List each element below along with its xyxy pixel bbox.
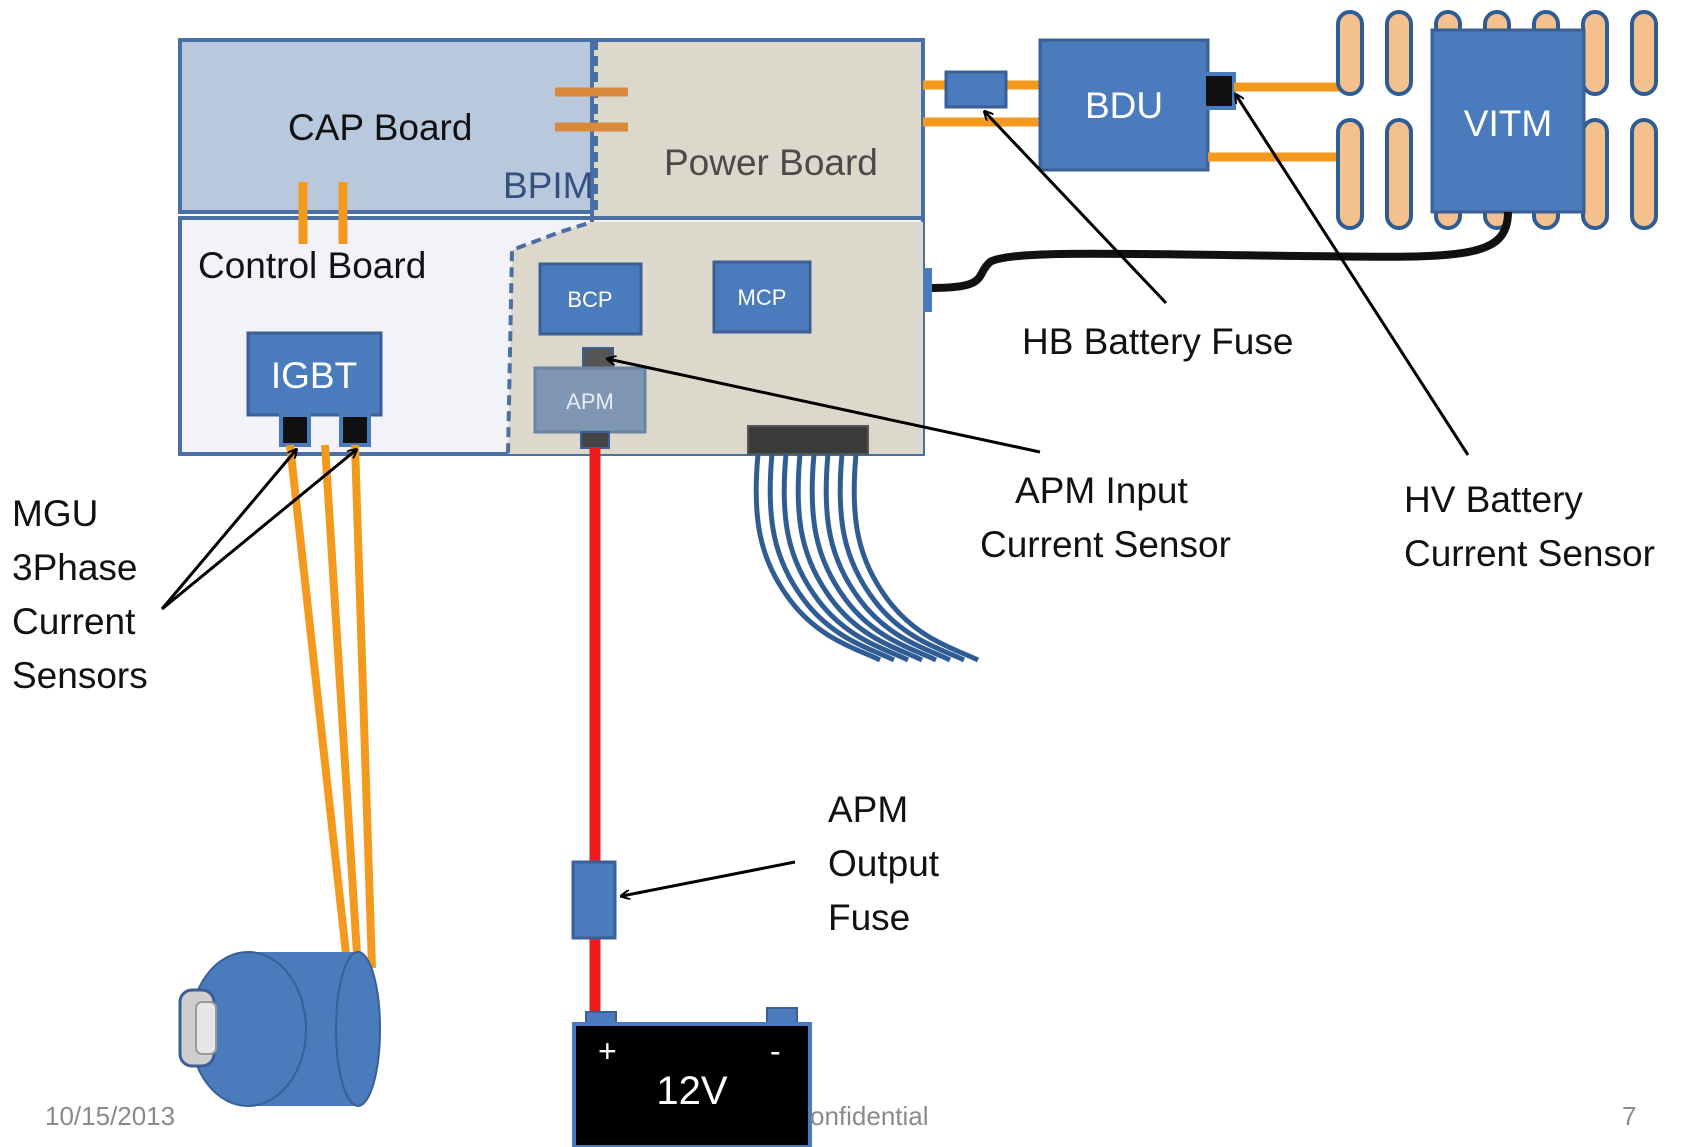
hb-battery-fuse-label: HB Battery Fuse (1022, 321, 1293, 362)
battery-voltage-label: 12V (656, 1069, 727, 1113)
vitm-label: VITM (1464, 103, 1552, 144)
wiring-harness (753, 453, 980, 663)
side-connector (923, 268, 932, 312)
phase-cable (286, 444, 352, 973)
apm-bottom-terminal (580, 431, 610, 449)
hv-battery-sensor-label-1: HV Battery (1404, 479, 1583, 520)
apm-output-fuse-label-1: APM (828, 789, 908, 830)
apm-output-fuse (571, 860, 617, 940)
apm-output-fuse-label-2: Output (828, 843, 940, 884)
power-board (590, 38, 925, 225)
footer-date: 10/15/2013 (45, 1101, 175, 1131)
power-board-label: Power Board (664, 142, 878, 183)
footer-confidential: onfidential (810, 1101, 929, 1131)
bcp-label: BCP (567, 287, 612, 312)
battery-minus-label: - (770, 1033, 781, 1069)
apm-input-sensor-label-2: Current Sensor (980, 524, 1231, 565)
12v-battery (572, 1022, 812, 1147)
hv-battery-sensor-label-2: Current Sensor (1404, 533, 1655, 574)
battery-plus-label: + (598, 1033, 617, 1069)
bdu-label: BDU (1085, 85, 1163, 126)
hv-battery-section: BDU VITM (923, 10, 1658, 292)
mgu-section (178, 444, 381, 1107)
mgu-sensor-1 (279, 413, 311, 447)
mcp-label: MCP (738, 285, 787, 310)
cap-board (178, 38, 594, 214)
footer-page-number: 7 (1622, 1101, 1636, 1131)
battery-minus-terminal (766, 1007, 798, 1025)
board-assembly: CAP Board BPIM Power Board Control Board… (178, 38, 932, 456)
vitm-box (1430, 28, 1586, 214)
bdu-box (1038, 38, 1210, 172)
apm-output-fuse-label-3: Fuse (828, 897, 910, 938)
apm-box (533, 366, 647, 434)
phase-cable (351, 444, 376, 969)
bcp-box (538, 262, 643, 336)
cap-board-label: CAP Board (288, 107, 472, 148)
hb-battery-fuse (944, 70, 1008, 109)
harness-connector (747, 425, 869, 455)
apm-label: APM (566, 389, 614, 414)
hv-current-sensor (1202, 72, 1236, 110)
low-voltage-section: + - 12V (571, 448, 812, 1147)
mgu-motor (178, 951, 381, 1107)
apm-input-sensor-label-1: APM Input (1015, 470, 1188, 511)
mgu-sensors-label-4: Sensors (12, 655, 148, 696)
vitm-signal-cable (931, 211, 1512, 292)
callout-arrows (160, 95, 1470, 896)
mgu-sensors-label-3: Current (12, 601, 136, 642)
mgu-sensor-2 (339, 413, 371, 447)
igbt-box (246, 331, 383, 417)
mgu-sensors-label-2: 3Phase (12, 547, 138, 588)
bpim-label: BPIM (503, 165, 593, 206)
igbt-label: IGBT (271, 355, 357, 396)
mcp-box (712, 260, 812, 334)
phase-cable (321, 444, 362, 971)
mgu-sensors-label-1: MGU (12, 493, 98, 534)
control-board-label: Control Board (198, 245, 426, 286)
